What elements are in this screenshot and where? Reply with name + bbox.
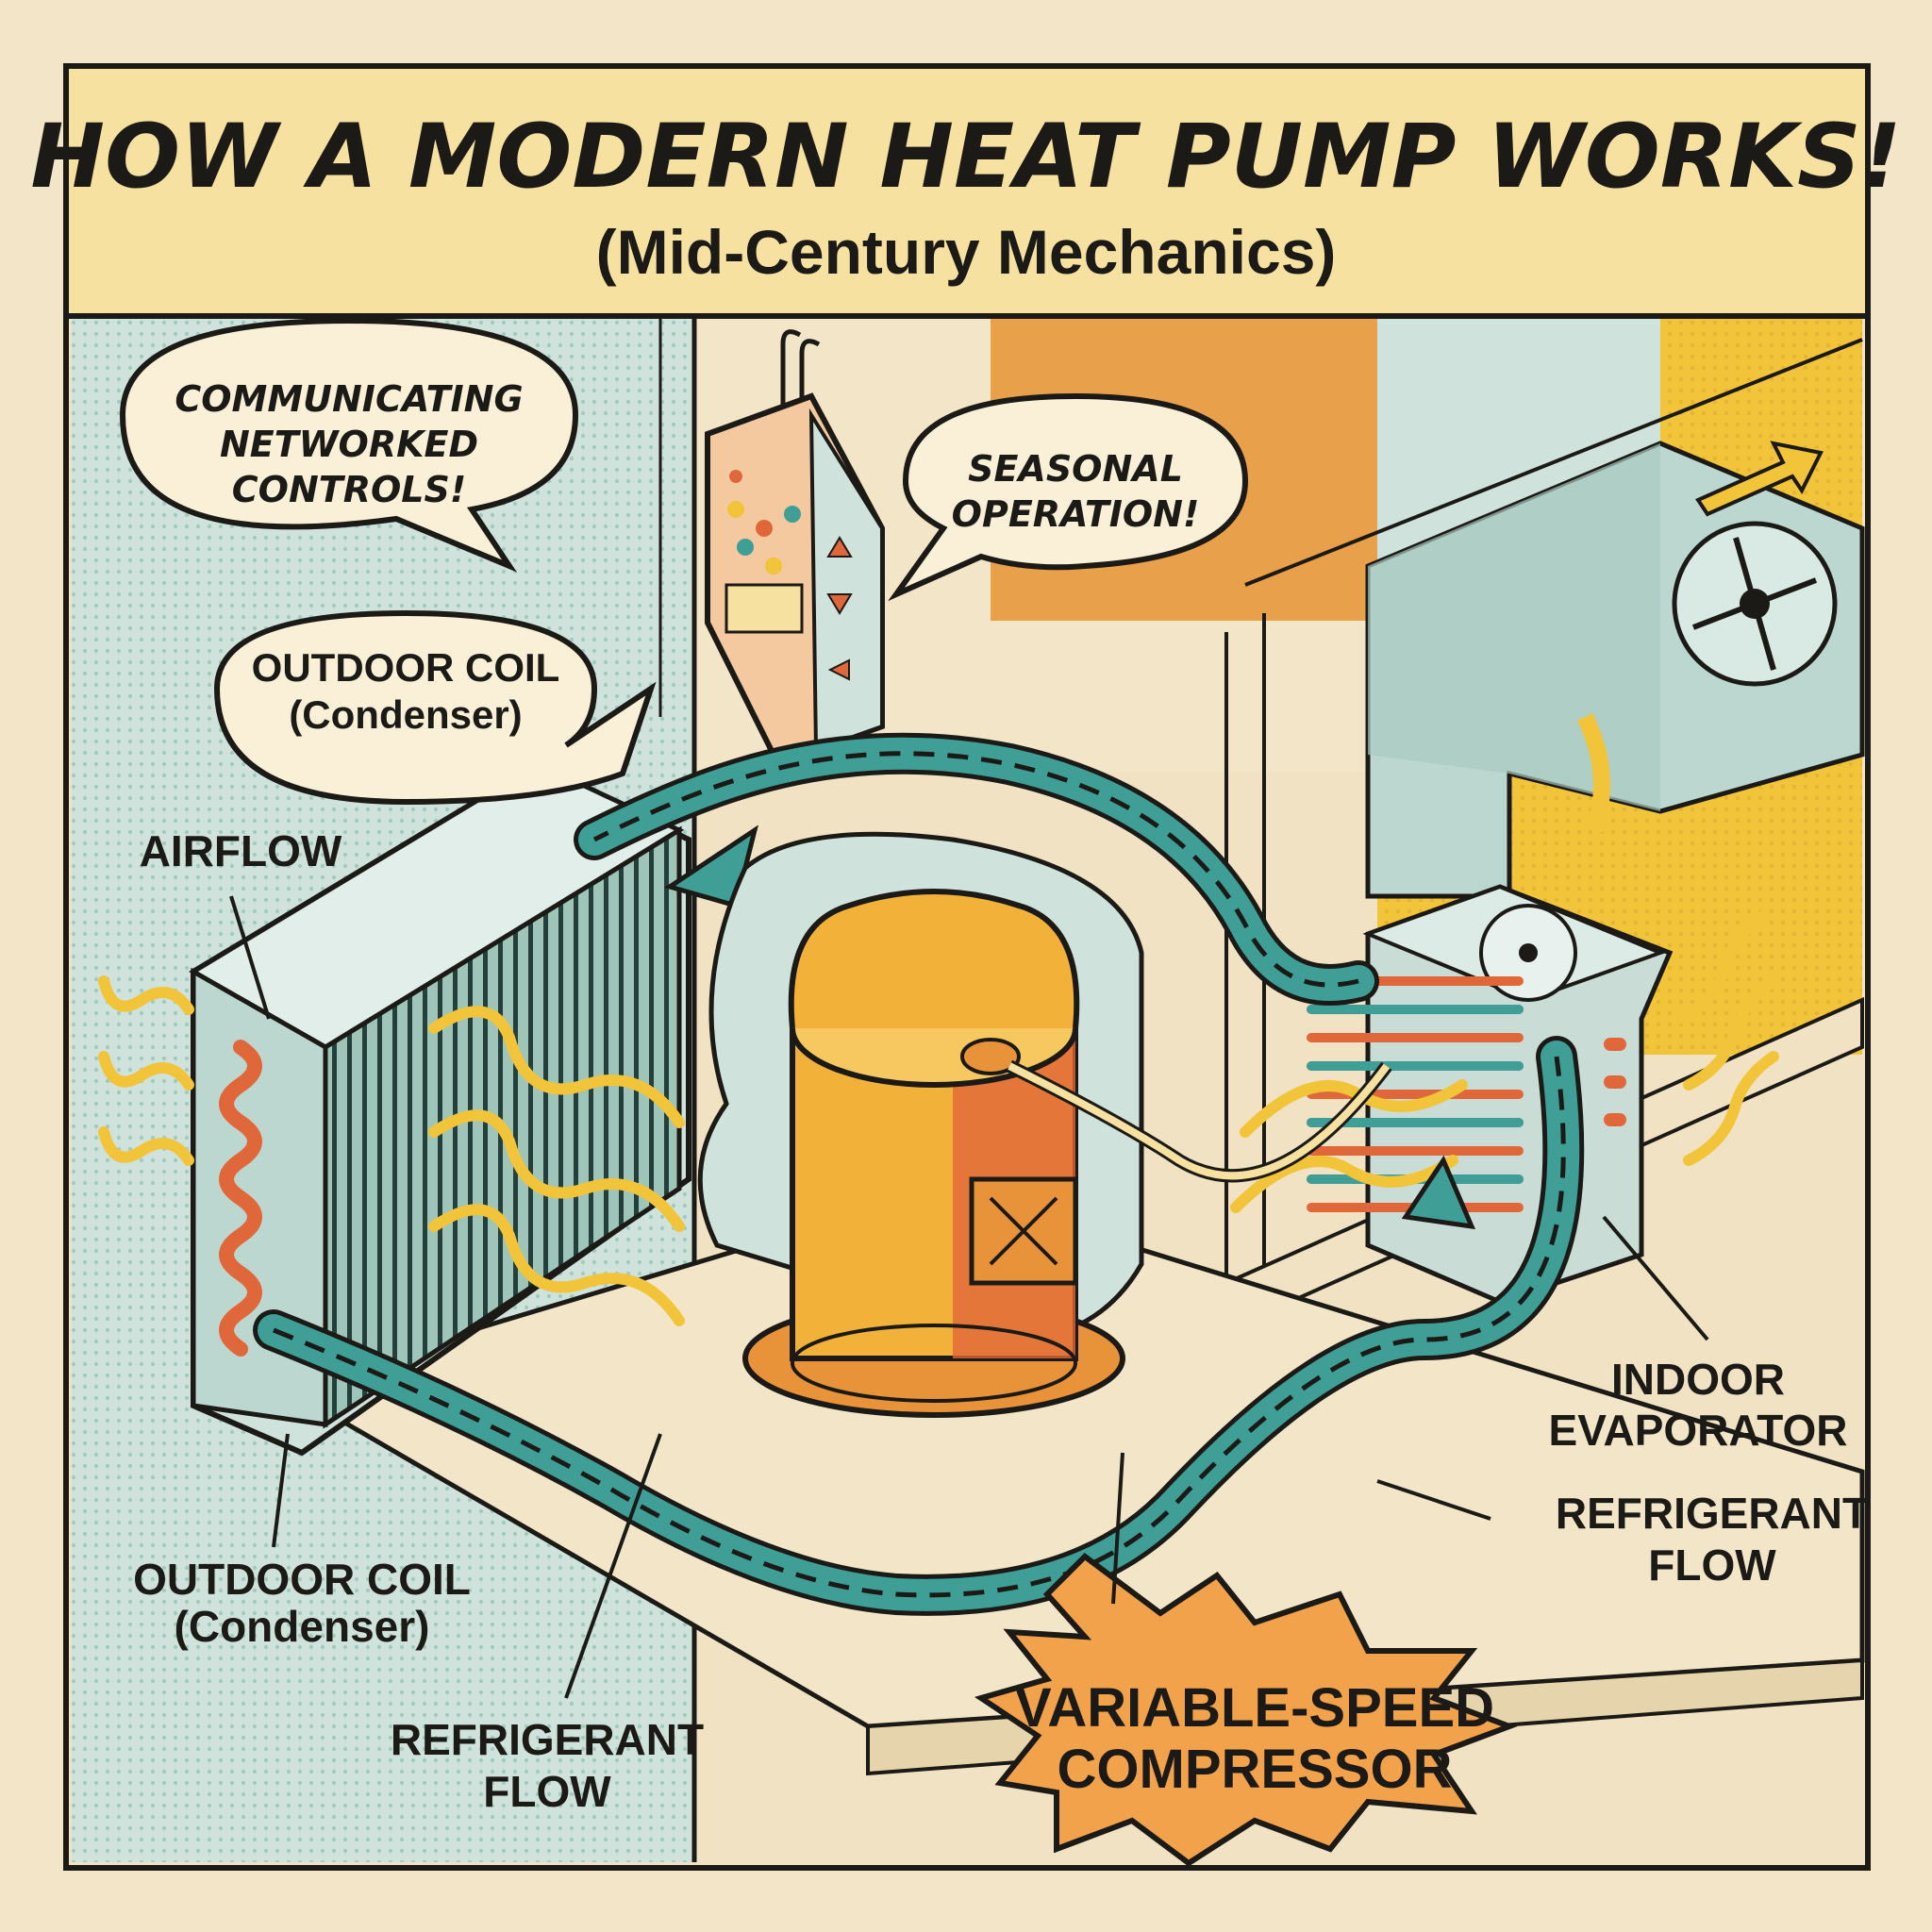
- page-subtitle: (Mid-Century Mechanics): [596, 217, 1337, 287]
- bubble-seasonal-line-1: SEASONAL: [968, 448, 1183, 490]
- compressor: [697, 831, 1392, 1418]
- bubble-controls: COMMUNICATING NETWORKED CONTROLS!: [119, 317, 579, 573]
- label-indoor-1: INDOOR: [1611, 1355, 1785, 1404]
- label-refrigerant-right-1: REFRIGERANT: [1556, 1489, 1869, 1538]
- label-refrigerant-right-2: FLOW: [1648, 1541, 1776, 1590]
- bubble-controls-line-2: NETWORKED: [220, 424, 478, 465]
- airflow-waves: [98, 909, 1779, 1326]
- bubble-seasonal: SEASONAL OPERATION!: [888, 392, 1249, 602]
- title-banner: [63, 63, 1871, 319]
- label-indoor-2: EVAPORATOR: [1549, 1406, 1848, 1455]
- page-title: HOW A MODERN HEAT PUMP WORKS!: [30, 106, 1901, 208]
- bubble-coil-line-1: OUTDOOR COIL: [252, 645, 560, 690]
- airflow-arrow-icon: [1695, 441, 1824, 517]
- bubble-coil: OUTDOOR COIL (Condenser): [213, 609, 657, 806]
- bubble-controls-line-3: CONTROLS!: [232, 469, 466, 510]
- label-compressor-1: VARIABLE-SPEED: [1015, 1677, 1494, 1739]
- label-refrigerant-left-1: REFRIGERANT: [391, 1715, 704, 1764]
- label-outdoor-coil-1: OUTDOOR COIL: [133, 1555, 471, 1604]
- compressor-starburst: VARIABLE-SPEED COMPRESSOR: [974, 1452, 1518, 1867]
- control-panel: [705, 329, 885, 768]
- label-airflow: AIRFLOW: [140, 826, 342, 875]
- flow-arrow-icon: [1401, 1155, 1476, 1230]
- bubble-coil-line-2: (Condenser): [289, 692, 522, 737]
- label-refrigerant-left-2: FLOW: [483, 1767, 611, 1816]
- bubble-seasonal-line-2: OPERATION!: [952, 493, 1200, 535]
- air-duct: [1365, 441, 1865, 899]
- bubble-controls-line-1: COMMUNICATING: [175, 378, 523, 420]
- label-compressor-2: COMPRESSOR: [1058, 1739, 1453, 1800]
- label-outdoor-coil-2: (Condenser): [175, 1602, 430, 1651]
